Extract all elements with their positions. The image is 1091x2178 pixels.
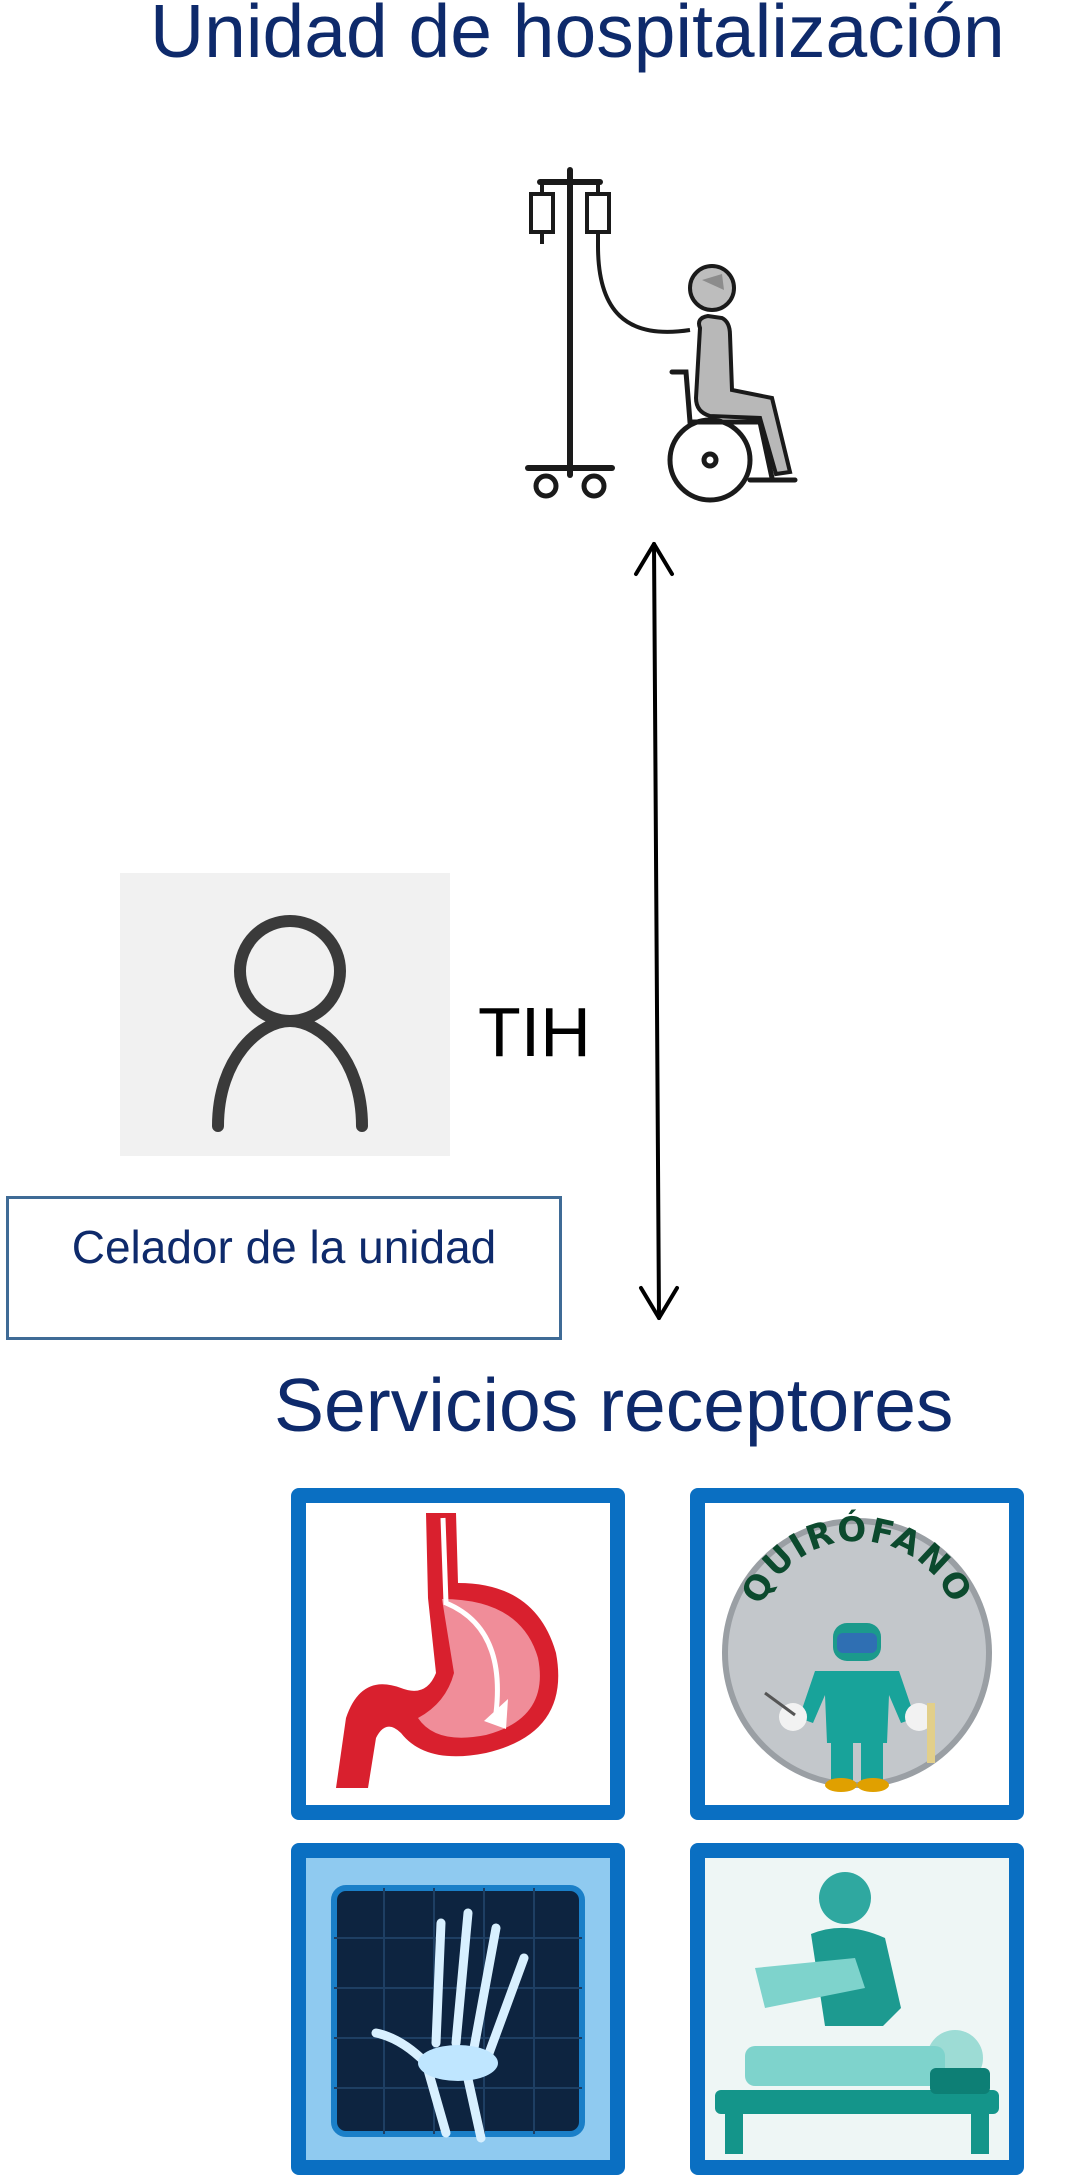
orderly-avatar xyxy=(120,873,450,1156)
receiving-services-title: Servicios receptores xyxy=(274,1363,954,1447)
operating-room-badge-icon: QUIRÓFANO xyxy=(722,1509,992,1792)
service-tile-operating-room: QUIRÓFANO xyxy=(690,1488,1024,1820)
role-box: Celador de la unidad xyxy=(6,1196,562,1340)
wheelchair-patient-iv-icon xyxy=(525,167,798,503)
transfer-label: TIH xyxy=(478,993,591,1071)
service-tile-radiology xyxy=(291,1843,625,2175)
hand-xray-icon xyxy=(306,1858,610,2160)
service-tile-procedures xyxy=(690,1843,1024,2175)
stomach-icon xyxy=(336,1513,559,1788)
unit-title: Unidad de hospitalización xyxy=(150,0,1005,73)
person-icon xyxy=(212,915,368,1132)
patient-table-icon xyxy=(705,1858,1009,2160)
service-tile-digestive xyxy=(291,1488,625,1820)
role-label: Celador de la unidad xyxy=(71,1221,497,1273)
bidirectional-arrow-icon xyxy=(634,542,679,1320)
